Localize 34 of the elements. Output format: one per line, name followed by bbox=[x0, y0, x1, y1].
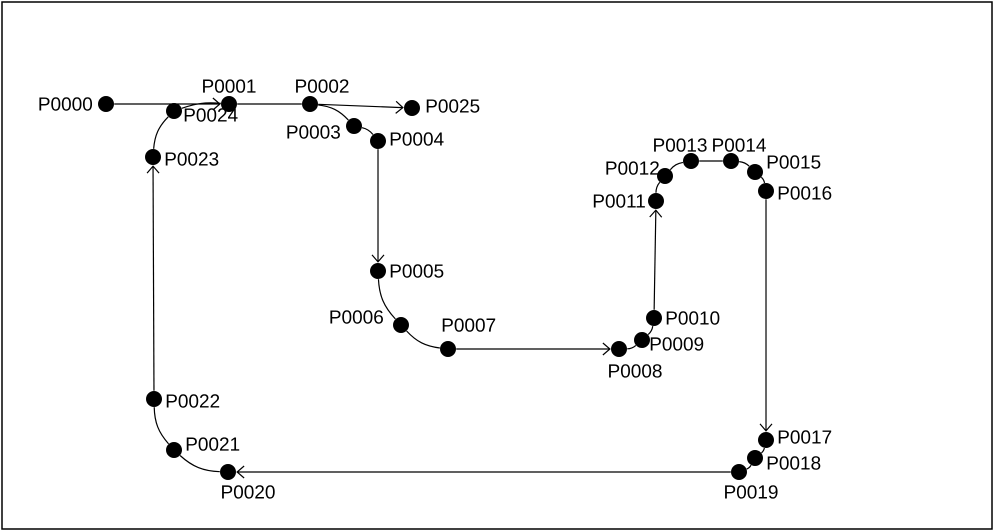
arrow bbox=[318, 100, 404, 114]
point-label: P0025 bbox=[426, 99, 480, 113]
arrow bbox=[456, 342, 611, 356]
point-label: P0016 bbox=[778, 186, 832, 200]
point-label: P0010 bbox=[666, 311, 720, 325]
point-label: P0000 bbox=[39, 97, 92, 111]
arrow bbox=[649, 209, 662, 310]
point-label: P0013 bbox=[654, 138, 707, 152]
point-label: P0014 bbox=[713, 138, 766, 152]
arrow bbox=[146, 165, 160, 391]
point-label: P0002 bbox=[296, 79, 348, 93]
point-label: P0017 bbox=[778, 430, 832, 444]
arrow bbox=[236, 466, 731, 478]
point-label: P0024 bbox=[184, 108, 238, 122]
point-label: P0007 bbox=[442, 318, 496, 332]
point-label: P0011 bbox=[594, 194, 645, 208]
point-label: P0005 bbox=[390, 264, 444, 278]
point-label: P0004 bbox=[390, 132, 444, 146]
point-label: P0012 bbox=[606, 161, 659, 175]
point-label: P0022 bbox=[166, 394, 220, 408]
point-label: P0008 bbox=[609, 364, 662, 378]
point-label: P0021 bbox=[186, 437, 240, 451]
arrow bbox=[114, 98, 221, 110]
point-label: P0020 bbox=[222, 485, 275, 499]
point-label: P0019 bbox=[725, 485, 778, 499]
point-label: P0023 bbox=[166, 152, 218, 166]
point-label: P0015 bbox=[768, 155, 820, 169]
point-label: P0006 bbox=[330, 310, 383, 324]
point-label: P0001 bbox=[203, 79, 256, 93]
point-label: P0018 bbox=[768, 456, 820, 470]
point-label: P0009 bbox=[650, 337, 704, 351]
point-label: P0003 bbox=[287, 125, 340, 139]
arrow bbox=[760, 199, 772, 432]
arrow bbox=[372, 149, 384, 263]
